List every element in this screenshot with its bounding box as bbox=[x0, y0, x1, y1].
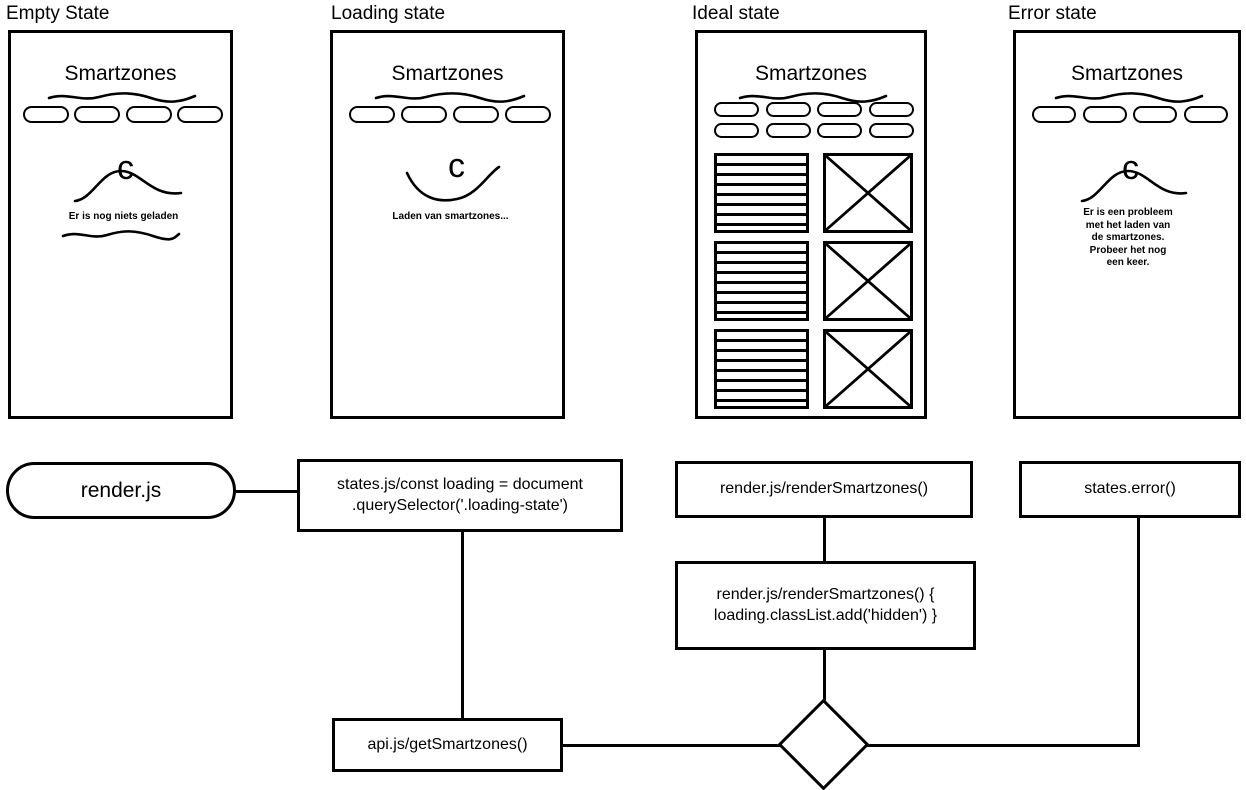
screen-heading-loading: Smartzones bbox=[391, 62, 504, 85]
node-render-js[interactable]: render.js bbox=[6, 462, 236, 519]
node-render-smartzones-hidden[interactable]: render.js/renderSmartzones() { loading.c… bbox=[675, 561, 976, 650]
content-text-placeholder bbox=[714, 241, 809, 321]
filter-pill[interactable] bbox=[453, 106, 499, 123]
column-title-ideal-state: Ideal state bbox=[692, 3, 780, 24]
svg-text:c: c bbox=[117, 149, 134, 187]
filter-pill[interactable] bbox=[714, 123, 759, 138]
screen-error-state: Smartzones c Er is een probleem met het … bbox=[1013, 30, 1241, 419]
content-image-placeholder bbox=[823, 241, 913, 321]
content-text-placeholder bbox=[714, 153, 809, 233]
filter-pill[interactable] bbox=[765, 102, 811, 117]
filter-pill[interactable] bbox=[74, 106, 121, 123]
filter-pill[interactable] bbox=[505, 106, 551, 123]
column-title-empty-state: Empty State bbox=[6, 3, 110, 24]
filter-pill[interactable] bbox=[1133, 106, 1178, 123]
filter-pill[interactable] bbox=[401, 106, 447, 123]
filter-pill[interactable] bbox=[1082, 106, 1127, 123]
title-underline-squiggle-error bbox=[1054, 91, 1204, 103]
filter-pill[interactable] bbox=[817, 123, 863, 138]
filter-pill[interactable] bbox=[765, 123, 811, 138]
empty-illustration-underline bbox=[61, 229, 181, 241]
screen-heading-error: Smartzones bbox=[1070, 62, 1184, 85]
filter-pill-row-error bbox=[1032, 106, 1228, 123]
screen-heading-empty: Smartzones bbox=[64, 62, 177, 85]
filter-pill[interactable] bbox=[868, 102, 914, 117]
connector-states-to-api bbox=[461, 530, 464, 718]
node-api-get-smartzones[interactable]: api.js/getSmartzones() bbox=[332, 718, 563, 772]
connector-api-to-decision bbox=[562, 744, 790, 747]
filter-pill-row-ideal-1 bbox=[714, 102, 914, 117]
connector-decision-to-error-horizontal bbox=[858, 744, 1140, 747]
filter-pill[interactable] bbox=[1183, 106, 1228, 123]
screen-heading-ideal: Smartzones bbox=[754, 62, 868, 85]
error-illustration-curve: c bbox=[1076, 143, 1194, 203]
svg-text:c: c bbox=[1122, 149, 1139, 187]
loading-state-message: Laden van smartzones... bbox=[392, 211, 509, 222]
svg-text:c: c bbox=[448, 147, 465, 185]
filter-pill[interactable] bbox=[176, 106, 223, 123]
screen-ideal-state: Smartzones bbox=[695, 30, 927, 419]
empty-state-message: Er is nog niets geladen bbox=[68, 211, 179, 222]
filter-pill[interactable] bbox=[125, 106, 172, 123]
content-text-placeholder bbox=[714, 329, 809, 409]
filter-pill[interactable] bbox=[868, 123, 914, 138]
filter-pill[interactable] bbox=[349, 106, 395, 123]
filter-pill[interactable] bbox=[817, 102, 863, 117]
content-image-placeholder bbox=[823, 153, 913, 233]
title-underline-squiggle-loading bbox=[374, 91, 526, 103]
filter-pill-row-ideal-2 bbox=[714, 123, 914, 138]
node-states-loading-selector[interactable]: states.js/const loading = document .quer… bbox=[297, 459, 623, 532]
screen-empty-state: Smartzones c Er is nog niets geladen bbox=[8, 30, 233, 419]
column-title-loading-state: Loading state bbox=[331, 3, 446, 24]
connector-decision-to-error-vertical bbox=[1137, 517, 1140, 746]
node-states-error[interactable]: states.error() bbox=[1019, 461, 1241, 518]
filter-pill[interactable] bbox=[1032, 106, 1076, 123]
connector-render-hidden-to-decision bbox=[823, 649, 826, 721]
filter-pill[interactable] bbox=[714, 102, 759, 117]
title-underline-squiggle-ideal bbox=[738, 91, 888, 103]
column-title-error-state: Error state bbox=[1008, 3, 1097, 24]
node-render-smartzones[interactable]: render.js/renderSmartzones() bbox=[675, 461, 973, 518]
title-underline-squiggle-empty bbox=[47, 91, 197, 103]
connector-render-to-states bbox=[233, 490, 297, 493]
filter-pill-row-loading bbox=[349, 106, 551, 123]
connector-render-to-render-hidden bbox=[823, 518, 826, 564]
screen-loading-state: Smartzones c Laden van smartzones... bbox=[330, 30, 565, 419]
filter-pill[interactable] bbox=[23, 106, 69, 123]
filter-pill-row-empty bbox=[23, 106, 223, 123]
content-image-placeholder bbox=[823, 329, 913, 409]
loading-illustration-curve: c bbox=[403, 143, 513, 203]
empty-illustration-curve: c bbox=[69, 143, 189, 203]
error-state-message: Er is een probleem met het laden van de … bbox=[1083, 207, 1173, 268]
node-decision[interactable] bbox=[777, 698, 870, 790]
